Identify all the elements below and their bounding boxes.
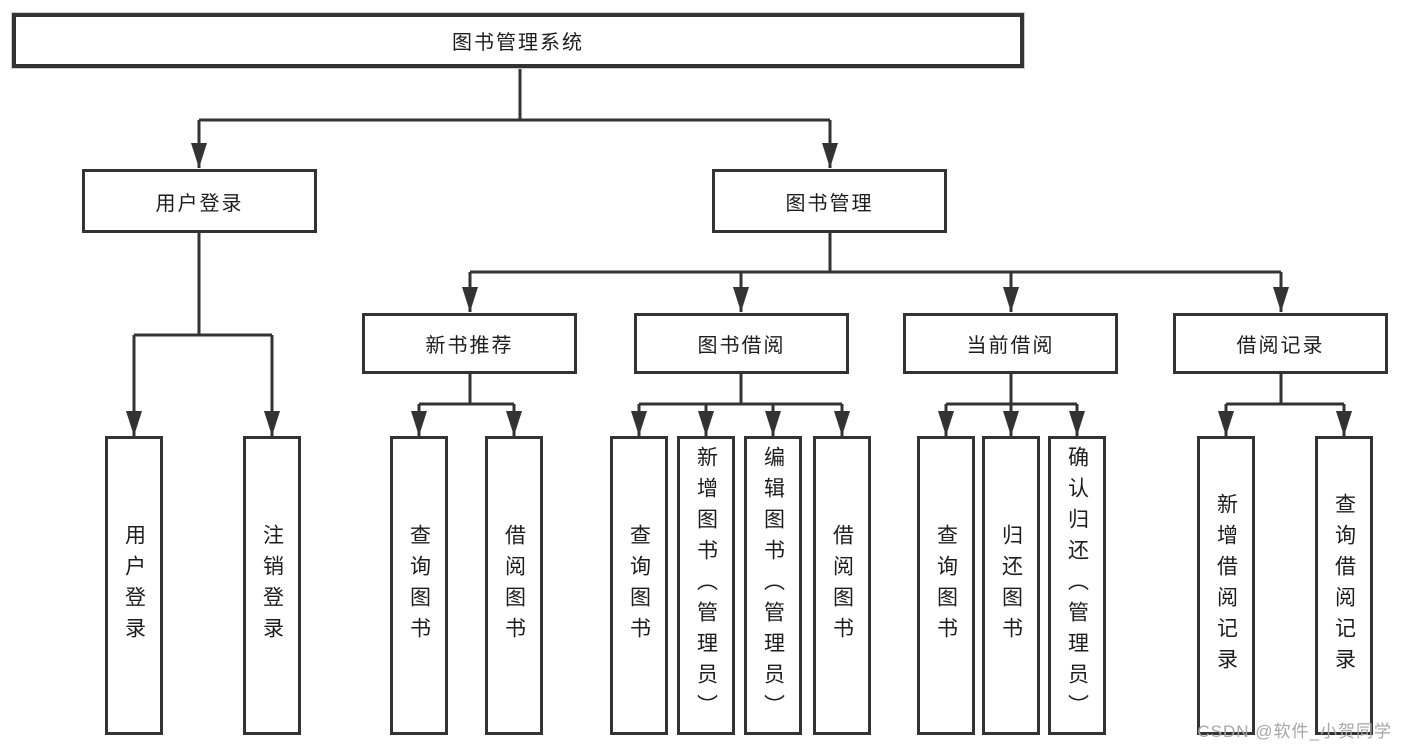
arrowheads: [126, 143, 1352, 436]
node-label: 借阅记录: [1236, 335, 1325, 357]
node-label: 新增图书（管理员）: [694, 446, 718, 725]
leaf-edit-book-admin: 编辑图书（管理员）: [744, 436, 802, 735]
leaf-query-borrow-record: 查询借阅记录: [1315, 436, 1373, 735]
node-label: 归还图书: [999, 523, 1023, 648]
node-label: 查询图书: [627, 523, 651, 648]
leaf-borrow-book-recommend: 借阅图书: [485, 436, 543, 735]
leaf-query-book-borrow: 查询图书: [610, 436, 668, 735]
node-label: 用户登录: [155, 192, 244, 215]
node-label: 查询图书: [934, 523, 958, 648]
leaf-borrow-book-borrow: 借阅图书: [813, 436, 871, 735]
leaf-user-login: 用户登录: [105, 436, 163, 735]
leaf-query-book-recommend: 查询图书: [390, 436, 448, 735]
node-label: 查询借阅记录: [1332, 492, 1356, 679]
node-book-management: 图书管理: [712, 169, 947, 233]
node-label: 注销登录: [260, 523, 284, 648]
leaf-confirm-return-admin: 确认归还（管理员）: [1048, 436, 1106, 735]
watermark: CSDN @软件_小贺同学: [1197, 722, 1392, 741]
node-new-book-recommend: 新书推荐: [362, 313, 577, 374]
leaf-add-borrow-record: 新增借阅记录: [1197, 436, 1255, 735]
node-label: 图书借阅: [697, 335, 786, 357]
node-label: 当前借阅: [966, 335, 1055, 357]
leaf-logout-login: 注销登录: [243, 436, 301, 735]
node-borrow-record: 借阅记录: [1173, 313, 1388, 374]
node-book-borrow: 图书借阅: [634, 313, 849, 374]
node-user-login: 用户登录: [82, 169, 317, 233]
node-label: 借阅图书: [502, 523, 526, 648]
node-label: 确认归还（管理员）: [1065, 446, 1089, 725]
node-label: 编辑图书（管理员）: [761, 446, 785, 725]
leaf-return-book: 归还图书: [982, 436, 1040, 735]
node-label: 新书推荐: [425, 335, 514, 357]
node-label: 图书管理: [785, 192, 874, 215]
node-library-management-system: 图书管理系统: [12, 13, 1024, 68]
node-label: 图书管理系统: [452, 32, 584, 54]
connector-lines: [132, 68, 1346, 436]
node-label: 用户登录: [122, 523, 146, 648]
node-label: 借阅图书: [830, 523, 854, 648]
node-label: 查询图书: [407, 523, 431, 648]
leaf-add-book-admin: 新增图书（管理员）: [677, 436, 735, 735]
node-current-borrow: 当前借阅: [903, 313, 1118, 374]
node-label: 新增借阅记录: [1214, 492, 1238, 679]
leaf-query-book-current: 查询图书: [917, 436, 975, 735]
